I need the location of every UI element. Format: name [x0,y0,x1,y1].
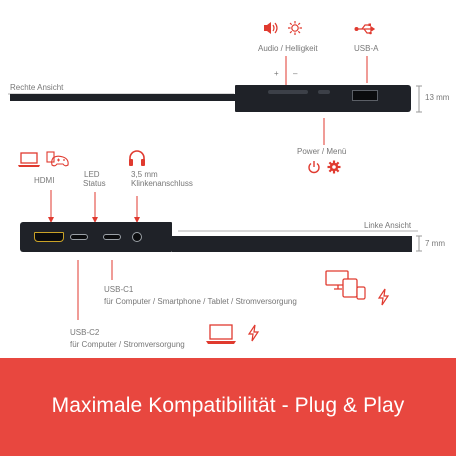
power-icon [308,161,320,174]
headphones-icon [129,150,145,166]
audio-jack-label-line2: Klinkenanschluss [131,179,193,189]
usb-c2-label-line2: für Computer / Stromversorgung [70,340,185,350]
audio-brightness-label: Audio / Helligkeit [258,44,318,53]
usb-icon [354,23,376,35]
led-label-line2: Status [83,179,106,189]
led-label-line1: LED [84,170,100,179]
right-view-title: Rechte Ansicht [10,83,64,92]
laptop-icon [206,324,236,344]
left-view-title: Linke Ansicht [364,221,412,230]
lightning-icon [247,324,260,342]
laptop-icon [18,152,40,167]
lightning-icon [377,288,390,306]
usb-c1-label-line1: USB-C1 [104,285,134,294]
audio-jack-port[interactable] [132,232,142,242]
usb-c1-label: USB-C1 für Computer / Smartphone / Table… [104,285,297,306]
minus-label: – [293,69,298,78]
usb-c2-port[interactable] [70,234,88,240]
gamepad-icon [46,151,69,167]
audio-jack-label: 3,5 mm Klinkenanschluss [131,170,193,188]
banner-text: Maximale Kompatibilität - Plug & Play [51,394,405,417]
led-label: LED Status [83,170,106,189]
left-leader-lines [48,190,422,320]
usb-a-label: USB-A [354,44,379,53]
phone-icon [356,286,366,300]
compatibility-banner: Maximale Kompatibilität - Plug & Play [0,358,456,456]
monitor-icon [325,270,349,290]
usb-a-port[interactable] [352,90,378,101]
volume-buttons[interactable] [268,90,308,94]
brightness-icon [288,21,302,35]
right-view: Audio / Helligkeit + – USB-A Rechte Ansi… [0,0,456,200]
hdmi-label: HDMI [34,176,55,185]
power-menu-label: Power / Menü [297,147,347,156]
device-right-side [10,94,235,101]
usb-c2-label-line1: USB-C2 [70,328,100,337]
right-thickness-label: 13 mm [425,93,450,102]
device-right-body [235,85,411,112]
plus-label: + [274,69,279,78]
gear-icon [327,160,341,174]
hdmi-port[interactable] [34,232,64,242]
speaker-icon [264,22,278,34]
left-view: HDMI LED Status 3,5 mm Klinkenanschluss [0,140,456,355]
usb-c1-label-line2: für Computer / Smartphone / Tablet / Str… [104,297,297,307]
device-left-side [172,236,412,252]
usb-c2-label: USB-C2 für Computer / Stromversorgung [70,328,185,349]
usb-c1-port[interactable] [103,234,121,240]
power-button[interactable] [318,90,330,94]
left-thickness-label: 7 mm [425,239,445,248]
audio-jack-label-line1: 3,5 mm [131,170,158,179]
